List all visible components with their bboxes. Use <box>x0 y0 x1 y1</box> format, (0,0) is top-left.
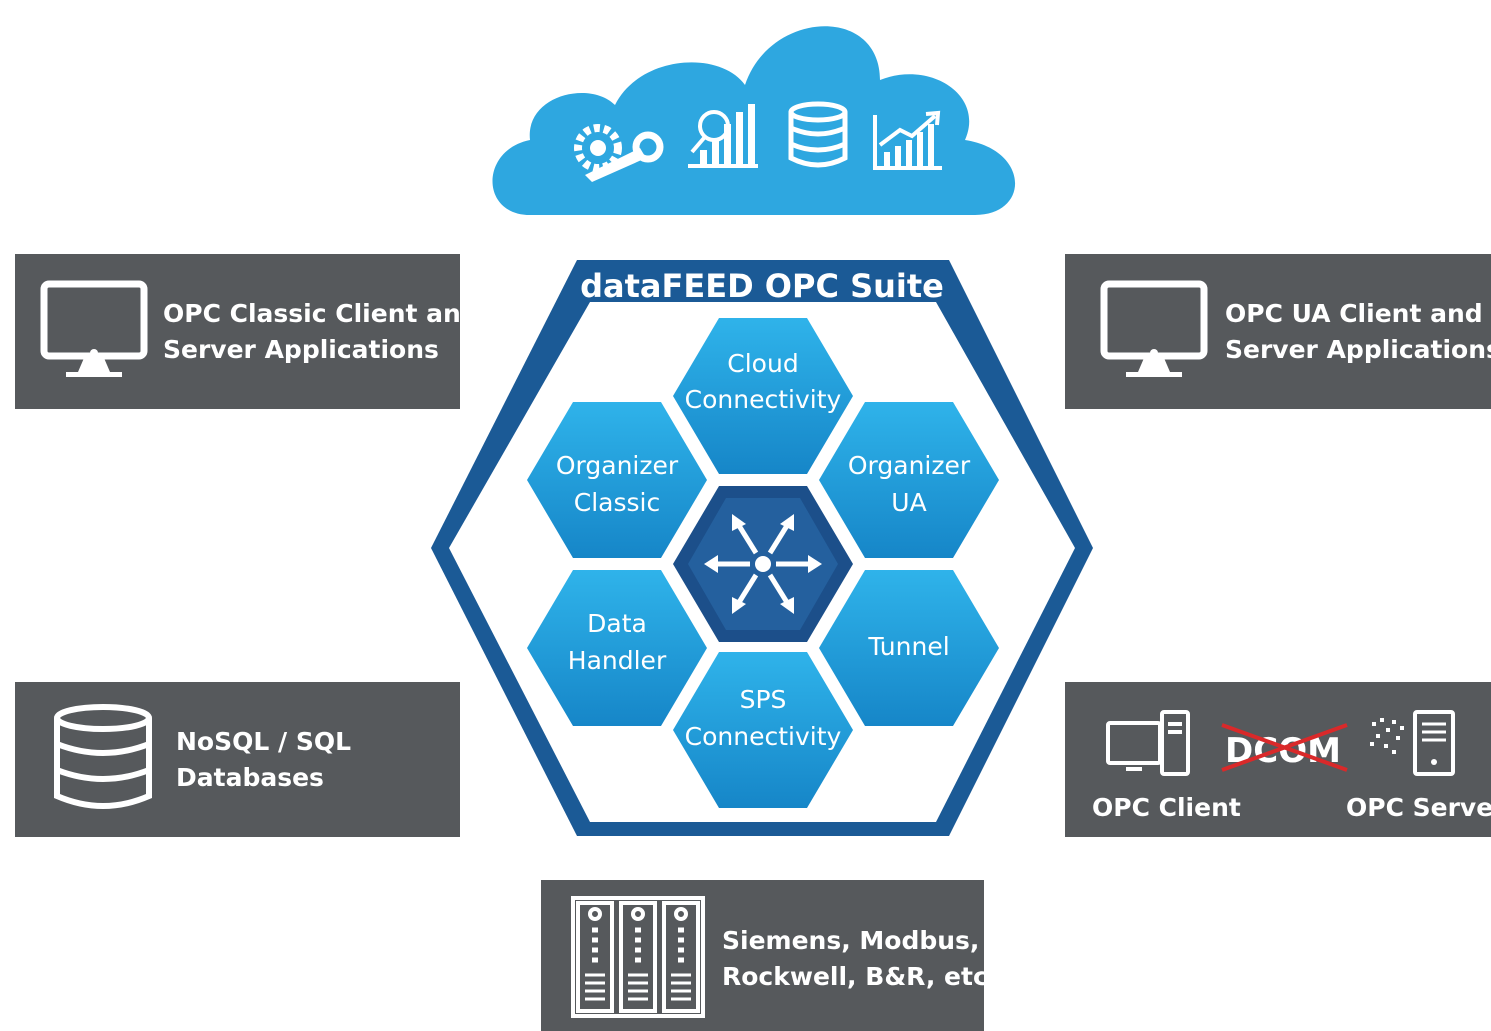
module-organizer-ua: Organizer UA <box>819 402 999 558</box>
databases-line-1: NoSQL / SQL <box>176 727 351 756</box>
module-cloud-line-2: Connectivity <box>685 385 842 414</box>
module-organizer-classic-line-1: Organizer <box>556 451 679 480</box>
dcom-label: DCOM <box>1225 731 1341 771</box>
module-data-handler: Data Handler <box>527 570 707 726</box>
opc-client-label: OPC Client <box>1092 793 1241 822</box>
databases-box: NoSQL / SQL Databases <box>15 682 460 837</box>
module-sps-line-1: SPS <box>740 685 787 714</box>
module-organizer-ua-line-2: UA <box>891 488 926 517</box>
dcom-box: DCOM OPC Client OPC Server <box>1065 682 1491 837</box>
opc-ua-line-1: OPC UA Client and <box>1225 299 1483 328</box>
suite-title: dataFEED OPC Suite <box>580 267 944 305</box>
plc-line-1: Siemens, Modbus, <box>722 926 979 955</box>
database-icon <box>788 101 848 168</box>
server-rack-icon <box>571 896 705 1018</box>
module-organizer-ua-line-1: Organizer <box>848 451 971 480</box>
database-icon <box>54 704 152 809</box>
cloud <box>492 26 1016 215</box>
dcom-cross-mark <box>1221 723 1348 772</box>
opc-server-label: OPC Server <box>1346 793 1491 822</box>
module-organizer-classic-line-2: Classic <box>574 488 660 517</box>
opc-classic-box: OPC Classic Client and Server Applicatio… <box>15 254 479 409</box>
server-tower-icon <box>1370 710 1455 776</box>
growth-chart-icon <box>873 110 942 170</box>
opc-ua-line-2: Server Applications <box>1225 335 1491 364</box>
module-cloud: Cloud Connectivity <box>673 318 853 474</box>
opc-classic-line-2: Server Applications <box>163 335 439 364</box>
module-sps: SPS Connectivity <box>673 652 853 808</box>
opc-ua-box: OPC UA Client and Server Applications <box>1065 254 1491 409</box>
databases-line-2: Databases <box>176 763 324 792</box>
gear-wrench-icon <box>574 124 664 182</box>
plc-box: Siemens, Modbus, Rockwell, B&R, etc. <box>541 880 997 1031</box>
module-organizer-classic: Organizer Classic <box>527 402 707 558</box>
monitor-icon <box>40 280 148 377</box>
distribution-arrows-icon <box>704 514 822 614</box>
opc-classic-line-1: OPC Classic Client and <box>163 299 479 328</box>
chart-magnifier-icon <box>688 104 758 168</box>
module-cloud-line-1: Cloud <box>727 349 798 378</box>
module-tunnel: Tunnel <box>819 570 999 726</box>
plc-line-2: Rockwell, B&R, etc. <box>722 962 997 991</box>
monitor-icon <box>1100 280 1208 377</box>
module-data-handler-line-1: Data <box>587 609 647 638</box>
module-tunnel-line-1: Tunnel <box>867 632 949 661</box>
module-sps-line-2: Connectivity <box>685 722 842 751</box>
client-computer-icon <box>1106 710 1190 776</box>
module-data-handler-line-2: Handler <box>568 646 667 675</box>
center-hub <box>673 486 853 642</box>
